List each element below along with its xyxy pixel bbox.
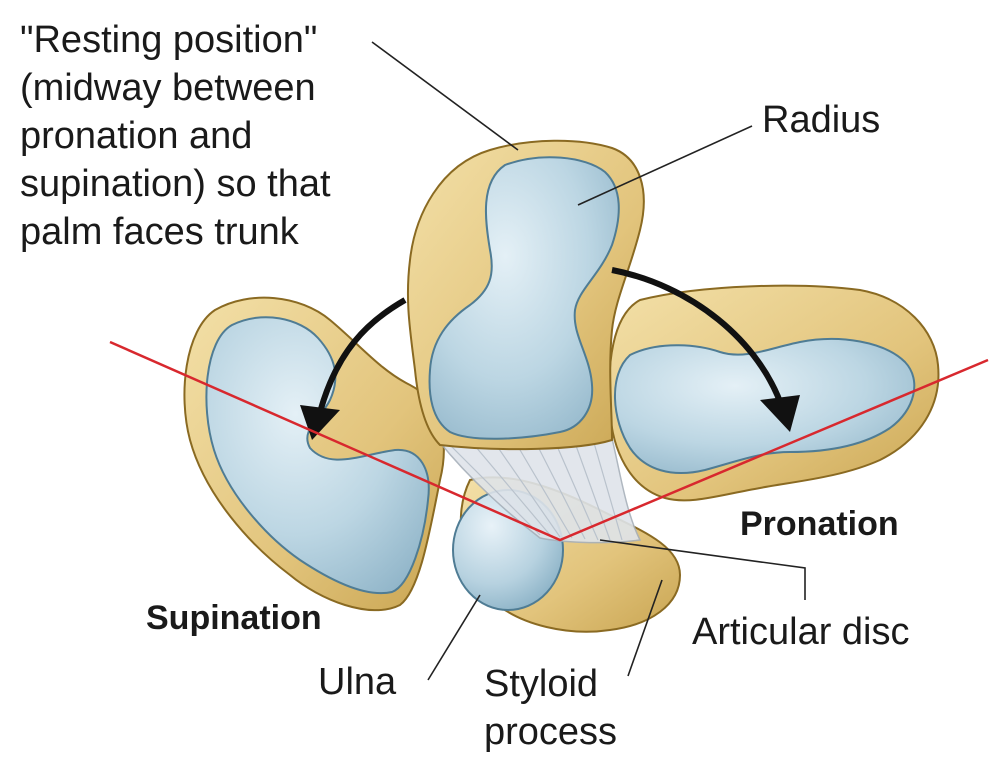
pronation-label: Pronation [740, 504, 899, 545]
leader-ulna [428, 595, 480, 680]
articular-disc-label: Articular disc [692, 610, 910, 656]
resting-position-label: "Resting position" (midway between prona… [20, 16, 331, 256]
supination-label: Supination [146, 598, 322, 639]
resting-line-3: pronation and [20, 112, 331, 160]
supination-bone [184, 298, 443, 611]
resting-line-1: "Resting position" [20, 16, 331, 64]
styloid-process-label: Styloid process [484, 660, 617, 756]
styloid-line-2: process [484, 708, 617, 756]
styloid-line-1: Styloid [484, 660, 617, 708]
resting-line-4: supination) so that [20, 160, 331, 208]
resting-line-2: (midway between [20, 64, 331, 112]
resting-line-5: palm faces trunk [20, 208, 331, 256]
radius-bone [408, 141, 644, 449]
ulna-label: Ulna [318, 660, 396, 706]
leader-resting [372, 42, 518, 150]
radius-label: Radius [762, 98, 880, 144]
